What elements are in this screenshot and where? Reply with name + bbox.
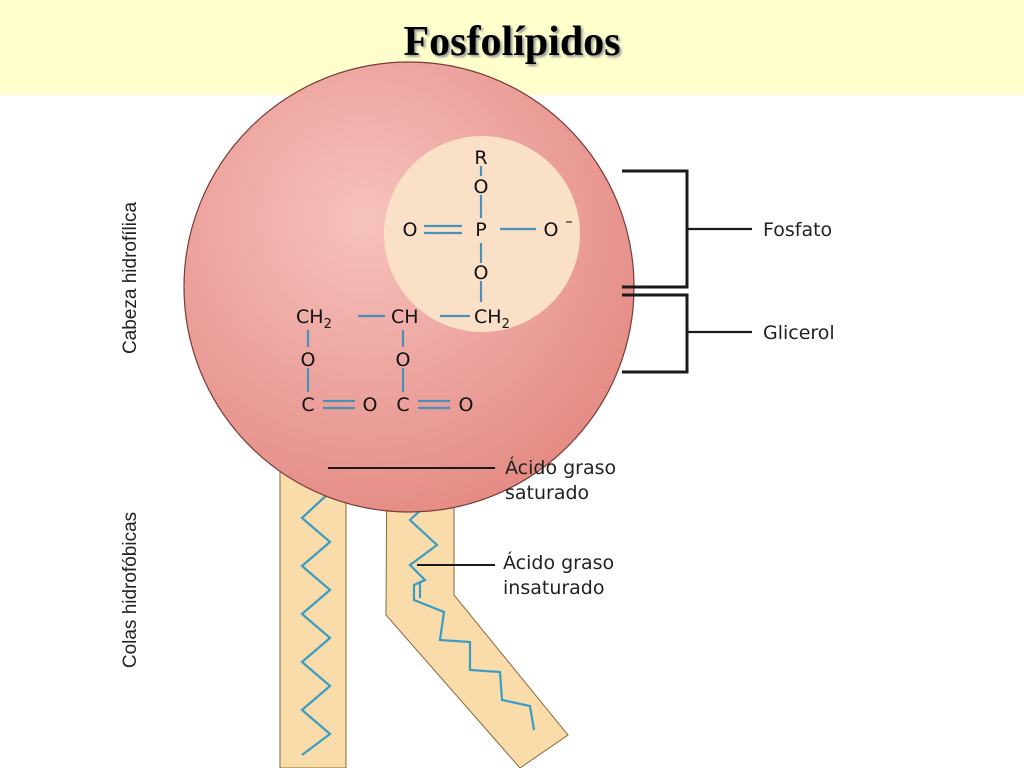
phosphate-group-area <box>384 136 580 332</box>
label-unsaturated-2: insaturado <box>503 577 605 599</box>
ester-o-left: O <box>301 349 316 371</box>
atom-r: R <box>474 147 487 169</box>
atom-o-minus: O <box>544 219 559 241</box>
slide-title: Fosfolípidos <box>403 19 621 65</box>
label-hydrophilic-head: Cabeza hidrofílica <box>120 202 141 355</box>
atom-o-bottom: O <box>474 262 489 284</box>
title-bar <box>0 0 1024 95</box>
label-saturated-1: Ácido graso <box>505 456 616 479</box>
carbonyl-o-left: O <box>363 394 378 416</box>
label-saturated-2: saturado <box>505 482 589 504</box>
charge-minus: – <box>565 212 573 230</box>
label-glycerol: Glicerol <box>763 322 835 344</box>
atom-o-double: O <box>403 219 418 241</box>
carbonyl-o-right: O <box>459 394 474 416</box>
glycerol-ch: CH <box>391 306 419 328</box>
label-unsaturated-1: Ácido graso <box>503 551 614 574</box>
ester-o-right: O <box>396 349 411 371</box>
label-phosphate: Fosfato <box>763 219 832 241</box>
label-hydrophobic-tails: Colas hidrofóbicas <box>120 512 141 668</box>
bonds <box>306 166 536 410</box>
glycerol-ch2-left: CH2 <box>296 306 332 332</box>
carbonyl-c-left: C <box>301 394 314 416</box>
glycerol-ch2-right: CH2 <box>474 306 510 332</box>
glycerol-bracket <box>622 293 689 374</box>
atom-p: P <box>475 219 486 241</box>
carbonyl-c-right: C <box>396 394 409 416</box>
atom-o-top: O <box>474 176 489 198</box>
